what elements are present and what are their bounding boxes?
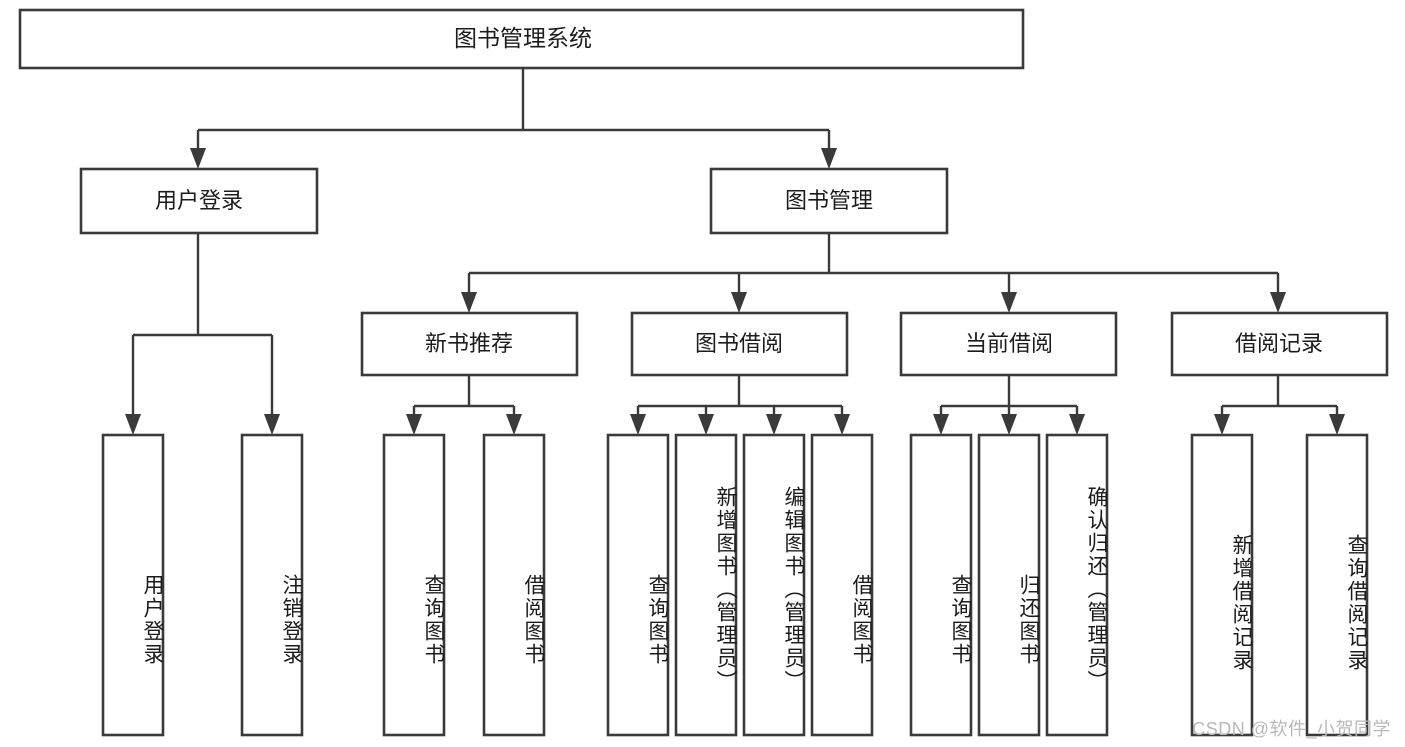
leaf-box-query-book-1[interactable] — [382, 433, 446, 737]
level2-label-new-book-recommend: 新书推荐 — [425, 331, 513, 356]
leaf-box-confirm-return[interactable] — [1045, 433, 1109, 737]
arrow-to-leaf-query-record — [1329, 414, 1345, 435]
node-borrow-record[interactable]: 借阅记录 — [1170, 311, 1389, 377]
level2-box-book-borrow[interactable] — [630, 311, 849, 377]
arrow-to-leaf-return-book — [1001, 414, 1017, 435]
arrow-to-leaf-add-record — [1214, 414, 1230, 435]
level2-box-current-borrow[interactable] — [899, 311, 1118, 377]
leaf-boxes-user-login — [101, 433, 304, 737]
connectors-user-login-children — [125, 233, 280, 435]
level2-box-new-book-recommend[interactable] — [360, 311, 579, 377]
level2-label-book-borrow: 图书借阅 — [695, 331, 783, 356]
leaf-box-query-record[interactable] — [1305, 433, 1369, 737]
leaf-box-query-book-2[interactable] — [606, 433, 670, 737]
leaf-boxes-new-book-recommend — [382, 433, 546, 737]
arrow-to-borrow-record — [1270, 292, 1286, 313]
arrow-to-new-book-recommend — [461, 292, 477, 313]
connectors-book-borrow-leaves — [630, 375, 850, 435]
leaf-boxes-current-borrow — [909, 433, 1109, 737]
arrow-to-leaf-logout — [264, 414, 280, 435]
leaf-box-borrow-book-2[interactable] — [810, 433, 874, 737]
level1-box-book-management[interactable] — [709, 167, 949, 235]
arrow-to-current-borrow — [1001, 292, 1017, 313]
leaf-box-edit-book[interactable] — [742, 433, 806, 737]
node-user-login[interactable]: 用户登录 — [79, 167, 319, 235]
leaf-boxes-book-borrow — [606, 433, 874, 737]
leaf-boxes-borrow-record — [1190, 433, 1369, 737]
leaf-box-query-book-3[interactable] — [909, 433, 973, 737]
level2-label-current-borrow: 当前借阅 — [965, 331, 1053, 356]
leaf-box-borrow-book-1[interactable] — [482, 433, 546, 737]
arrow-to-leaf-query-book-1 — [406, 414, 422, 435]
level1-box-user-login[interactable] — [79, 167, 319, 235]
node-root[interactable]: 图书管理系统 — [18, 8, 1025, 70]
leaf-box-add-record[interactable] — [1190, 433, 1254, 737]
node-book-borrow[interactable]: 图书借阅 — [630, 311, 849, 377]
arrow-to-book-mgmt — [821, 148, 837, 169]
leaf-box-user-login[interactable] — [101, 433, 165, 737]
leaf-box-logout[interactable] — [240, 433, 304, 737]
connectors-new-book-leaves — [406, 375, 522, 435]
arrow-to-leaf-query-book-3 — [933, 414, 949, 435]
level1-label-book-management: 图书管理 — [785, 188, 873, 213]
leaf-box-add-book[interactable] — [674, 433, 738, 737]
arrow-to-leaf-edit-book — [766, 414, 782, 435]
arrow-to-book-borrow — [731, 292, 747, 313]
connectors-book-mgmt-children — [461, 233, 1286, 313]
arrow-to-leaf-user-login — [125, 414, 141, 435]
arrow-to-leaf-query-book-2 — [630, 414, 646, 435]
arrow-to-leaf-add-book — [698, 414, 714, 435]
arrow-to-leaf-borrow-book-2 — [834, 414, 850, 435]
level2-label-borrow-record: 借阅记录 — [1235, 331, 1323, 356]
level2-box-borrow-record[interactable] — [1170, 311, 1389, 377]
node-current-borrow[interactable]: 当前借阅 — [899, 311, 1118, 377]
arrow-to-leaf-borrow-book-1 — [506, 414, 522, 435]
node-book-management[interactable]: 图书管理 — [709, 167, 949, 235]
level1-label-user-login: 用户登录 — [155, 188, 243, 213]
csdn-watermark: CSDN @软件_小贺同学 — [1192, 719, 1391, 739]
arrow-to-leaf-confirm-return — [1069, 414, 1085, 435]
connectors-root-to-level1 — [190, 68, 837, 169]
arrow-to-user-login — [190, 148, 206, 169]
root-box[interactable] — [18, 8, 1025, 70]
connectors-current-borrow-leaves — [933, 375, 1085, 435]
leaf-box-return-book[interactable] — [977, 433, 1041, 737]
connectors-borrow-record-leaves — [1214, 375, 1345, 435]
root-label: 图书管理系统 — [454, 25, 592, 51]
node-new-book-recommend[interactable]: 新书推荐 — [360, 311, 579, 377]
